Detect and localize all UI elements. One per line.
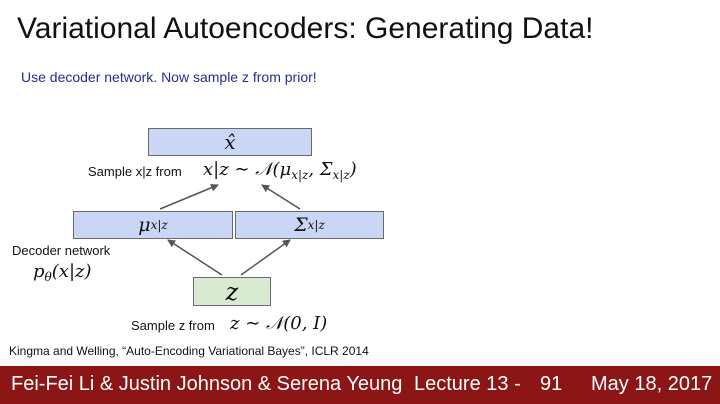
footer-page-number: 91 (540, 373, 563, 395)
xhat-symbol: x̂ (224, 130, 236, 154)
footer-bar: Fei-Fei Li & Justin Johnson & Serena Yeu… (0, 366, 720, 404)
mu-subscript: x|z (150, 218, 168, 232)
z-symbol: z (225, 277, 239, 306)
slide-title: Variational Autoencoders: Generating Dat… (17, 12, 594, 45)
arrow-z-to-mu (167, 239, 223, 276)
latent-z-box: z (193, 277, 271, 306)
arrow-mu-to-xhat (159, 183, 219, 210)
footer-authors: Fei-Fei Li & Justin Johnson & Serena Yeu… (11, 373, 403, 395)
sample-x-label: Sample x|z from (88, 164, 182, 179)
footer-lecture: Lecture 13 - (414, 373, 521, 395)
arrow-z-to-sigma (240, 239, 291, 276)
sigma-subscript: x|z (307, 218, 325, 232)
mu-symbol: μ (138, 214, 151, 236)
sigma-symbol: Σ (294, 214, 308, 236)
sample-x-formula: x|z ∼ 𝒩(μx|z, Σx|z) (203, 159, 357, 182)
sample-z-formula: z ∼ 𝒩(0, I) (230, 313, 328, 334)
citation: Kingma and Welling, “Auto-Encoding Varia… (9, 344, 369, 358)
slide-subtitle: Use decoder network. Now sample z from p… (21, 69, 317, 85)
decoder-formula: pθ(x|z) (33, 261, 92, 284)
decoder-network-label: Decoder network (12, 243, 111, 258)
arrow-sigma-to-xhat (261, 184, 301, 210)
sample-z-label: Sample z from (131, 318, 215, 333)
output-xhat-box: x̂ (148, 128, 312, 156)
footer-date: May 18, 2017 (591, 373, 713, 395)
